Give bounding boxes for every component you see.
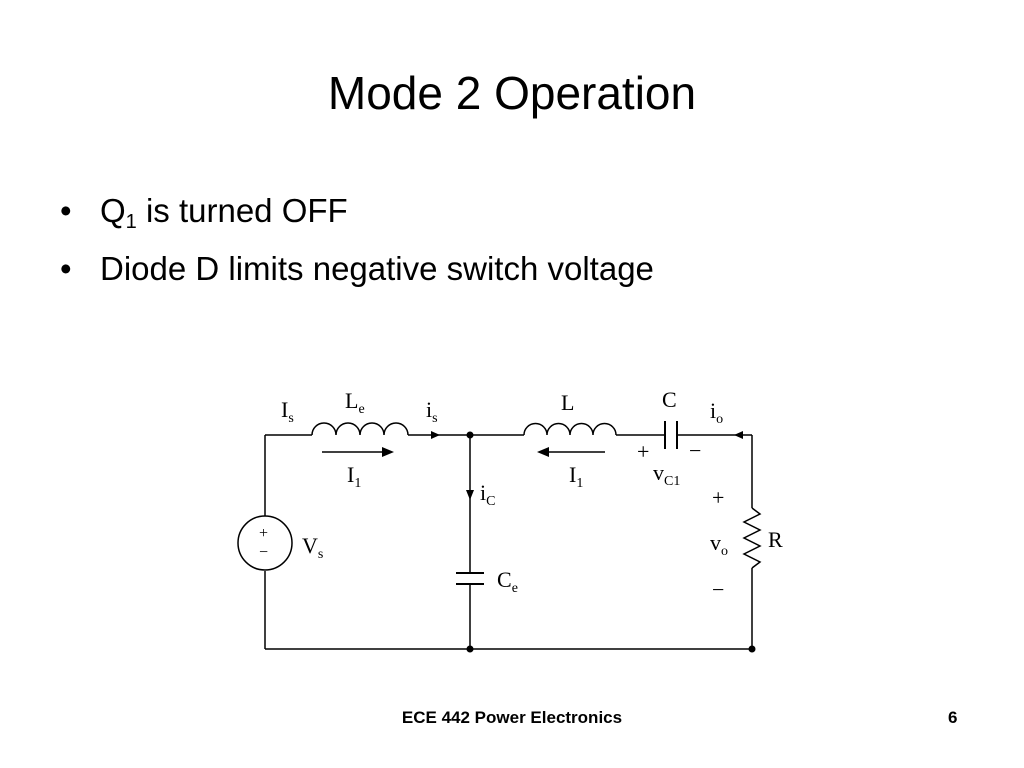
bullet-text: Diode D limits negative switch voltage — [100, 250, 654, 287]
label-inductor-le: Le — [345, 388, 365, 417]
bullet-item: • Diode D limits negative switch voltage — [60, 246, 654, 304]
arrow-is-icon — [431, 431, 440, 439]
label-resistor: R — [768, 527, 783, 552]
label-source-voltage: Vs — [302, 533, 323, 562]
footer-page-number: 6 — [948, 708, 958, 727]
label-vo: vo — [710, 530, 728, 559]
label-inductor-l: L — [561, 390, 574, 415]
node-dot — [748, 645, 756, 653]
bullet-text-subscript: 1 — [125, 211, 137, 233]
slide-title: Mode 2 Operation — [327, 67, 697, 119]
arrow-io-icon — [734, 431, 743, 439]
arrow-i1-left-icon — [322, 447, 394, 457]
label-source-current: Is — [281, 397, 294, 426]
label-capacitor-c: C — [662, 387, 677, 412]
bullet-text-main: Q — [100, 192, 126, 229]
voltage-source-symbol — [237, 515, 293, 571]
bullet-marker: • — [60, 192, 72, 229]
label-vc1-plus: + — [637, 439, 649, 464]
circuit-wires — [237, 421, 762, 650]
label-vc1: vC1 — [653, 460, 680, 489]
footer-course-title: ECE 442 Power Electronics — [401, 708, 623, 727]
resistor-symbol — [742, 507, 762, 569]
label-source-minus: − — [259, 544, 268, 561]
label-current-i1-right: I1 — [569, 462, 583, 491]
bullet-marker: • — [60, 250, 72, 287]
inductor-le-symbol — [311, 422, 409, 436]
bullet-item: • Q1 is turned OFF — [60, 188, 654, 246]
label-current-io: io — [710, 398, 723, 427]
label-capacitor-ce: Ce — [497, 567, 518, 596]
label-vo-minus: − — [712, 577, 724, 602]
label-current-i1-left: I1 — [347, 462, 361, 491]
node-dot — [466, 645, 474, 653]
bullet-text-rest: is turned OFF — [136, 192, 348, 229]
label-current-ice: iC — [480, 480, 495, 509]
arrow-ice-icon — [466, 490, 474, 500]
arrow-i1-right-icon — [537, 447, 605, 457]
label-current-is: is — [426, 397, 438, 426]
node-dot — [466, 431, 474, 439]
label-source-plus: + — [259, 525, 268, 542]
label-vo-plus: + — [712, 485, 724, 510]
label-vc1-minus: − — [689, 438, 701, 463]
inductor-l-symbol — [523, 422, 617, 436]
bullet-list: • Q1 is turned OFF • Diode D limits nega… — [60, 188, 654, 304]
